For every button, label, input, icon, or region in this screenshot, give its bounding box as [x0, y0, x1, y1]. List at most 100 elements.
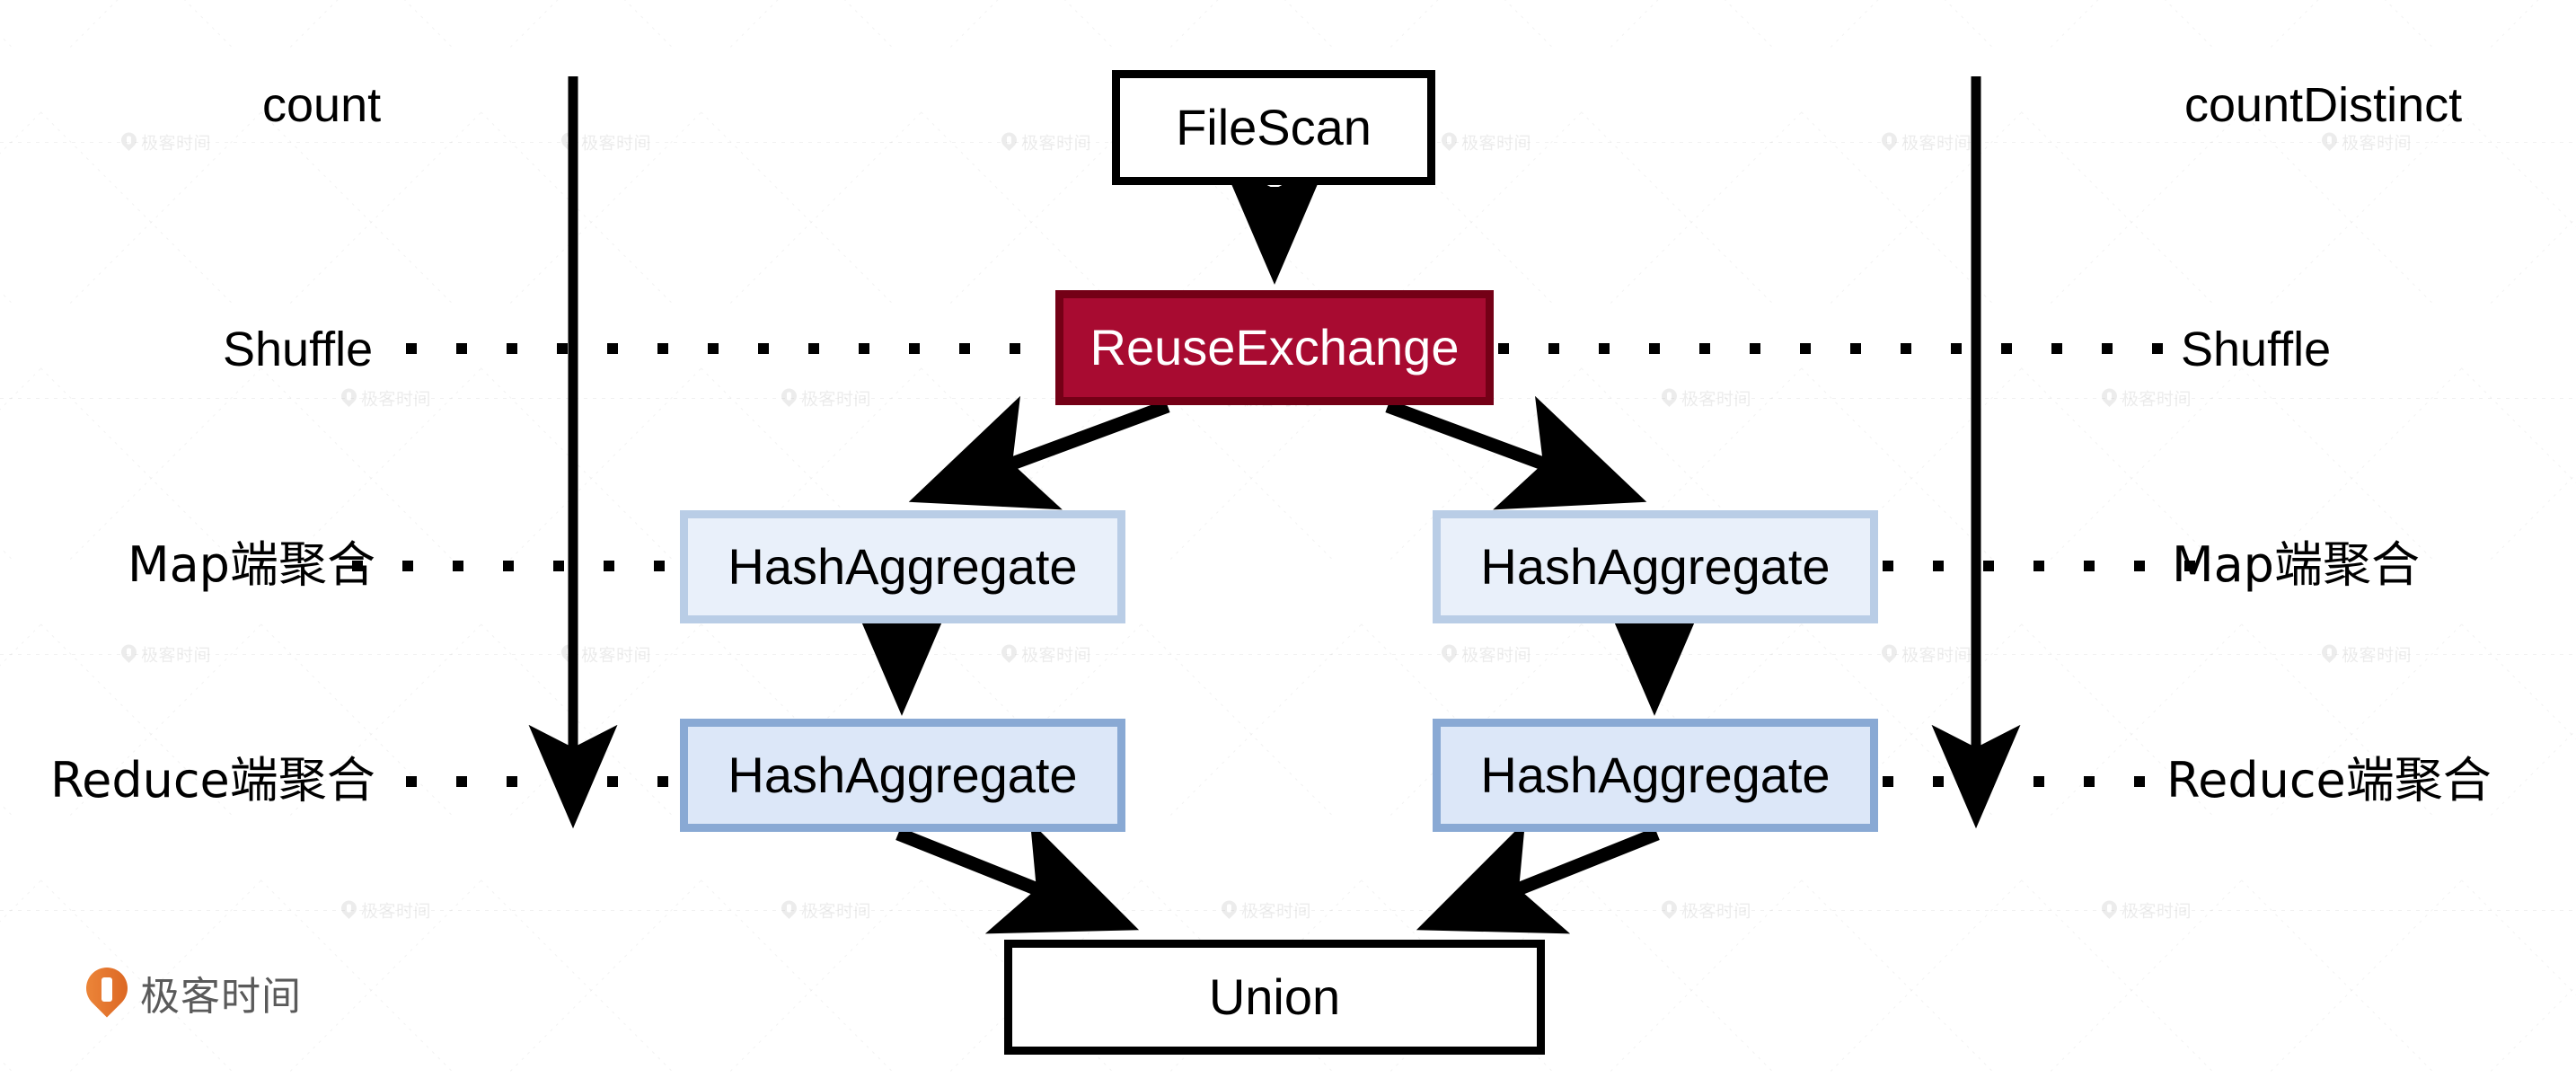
- watermark-label: 极客时间: [1240, 901, 1312, 922]
- watermark-hatch: [0, 368, 41, 560]
- watermark-hatch: [481, 623, 672, 816]
- watermark-label: 极客时间: [2121, 901, 2192, 922]
- node-union[interactable]: Union: [1004, 940, 1545, 1055]
- watermark-hatch: [1610, 880, 1802, 1072]
- watermark-hatch: [289, 368, 481, 560]
- node-hashaggregate-map-right[interactable]: HashAggregate: [1433, 510, 1878, 623]
- watermark-label: 极客时间: [800, 389, 872, 410]
- watermark-hatch: [2461, 879, 2576, 1072]
- watermark-badge: 极客时间: [2102, 386, 2192, 411]
- watermark-hatch: [2241, 879, 2432, 1072]
- watermark-label: 极客时间: [2121, 389, 2192, 410]
- watermark-badge: 极客时间: [781, 386, 871, 411]
- watermark-hatch: [1141, 623, 1332, 816]
- watermark-hatch: [2241, 0, 2432, 48]
- label-right-stage-shuffle: Shuffle: [2181, 323, 2332, 376]
- watermark-pin-icon: [1662, 389, 1677, 408]
- watermark-hatch: [289, 0, 481, 48]
- watermark-hatch: [481, 879, 672, 1072]
- watermark-hatch: [260, 111, 452, 304]
- node-hashaggregate-map-left-label: HashAggregate: [728, 538, 1078, 595]
- watermark-hatch: [2490, 880, 2576, 1072]
- node-hashaggregate-map-left[interactable]: HashAggregate: [680, 510, 1125, 623]
- watermark-pin-icon: [1442, 133, 1457, 152]
- watermark-label: 极客时间: [1681, 901, 1752, 922]
- watermark-badge: 极客时间: [1662, 898, 1751, 923]
- watermark-hatch: [729, 112, 922, 304]
- watermark-rule: [0, 910, 2576, 911]
- watermark-hatch: [2050, 0, 2242, 48]
- label-left-stage-map-aggregate: Map端聚合: [128, 536, 375, 593]
- watermark-pin-icon: [781, 901, 797, 920]
- watermark-hatch: [1830, 112, 2022, 304]
- watermark-hatch: [2021, 367, 2212, 560]
- label-count-branch: count: [262, 78, 382, 132]
- watermark-hatch: [1830, 880, 2022, 1072]
- node-hashaggregate-reduce-right[interactable]: HashAggregate: [1433, 719, 1878, 832]
- watermark-hatch: [481, 367, 672, 560]
- watermark-badge: 极客时间: [1882, 642, 1972, 667]
- watermark-hatch: [509, 880, 701, 1072]
- watermark-label: 极客时间: [140, 645, 212, 666]
- watermark-hatch: [69, 0, 261, 48]
- watermark-pin-icon: [1222, 901, 1237, 920]
- watermark-badge: 极客时间: [1001, 130, 1091, 155]
- watermark-hatch: [481, 111, 672, 304]
- node-reuseexchange[interactable]: ReuseExchange: [1055, 290, 1494, 405]
- brand-logo: 极客时间: [86, 964, 302, 1021]
- watermark-hatch: [69, 368, 261, 560]
- watermark-hatch: [1830, 0, 2022, 48]
- node-filescan-label: FileScan: [1176, 99, 1372, 155]
- node-hashaggregate-reduce-left[interactable]: HashAggregate: [680, 719, 1125, 832]
- label-left-stage-shuffle: Shuffle: [223, 323, 374, 376]
- watermark-label: 极客时间: [1901, 133, 1972, 154]
- watermark-rule: [0, 654, 2576, 655]
- watermark-hatch: [1801, 0, 1992, 48]
- node-hashaggregate-map-right-label: HashAggregate: [1480, 538, 1831, 595]
- watermark-hatch: [2050, 880, 2242, 1072]
- watermark-label: 极客时间: [1020, 133, 1092, 154]
- watermark-hatch: [701, 879, 892, 1072]
- watermark-pin-icon: [2322, 645, 2337, 664]
- watermark-label: 极客时间: [140, 133, 212, 154]
- watermark-pin-icon: [561, 645, 577, 664]
- watermark-label: 极客时间: [800, 901, 872, 922]
- watermark-badge: 极客时间: [2102, 898, 2192, 923]
- watermark-hatch: [2461, 111, 2576, 304]
- edge-reuseexchange-to-map-right: [1385, 395, 1647, 510]
- node-filescan[interactable]: FileScan: [1112, 70, 1435, 185]
- node-reuseexchange-label: ReuseExchange: [1090, 319, 1460, 376]
- watermark-hatch: [509, 112, 701, 304]
- watermark-hatch: [1581, 0, 1772, 48]
- watermark-hatch: [1610, 0, 1802, 48]
- watermark-label: 极客时间: [580, 645, 652, 666]
- node-union-label: Union: [1208, 968, 1341, 1025]
- watermark-label: 极客时间: [1460, 133, 1532, 154]
- watermark-hatch: [0, 623, 12, 816]
- watermark-badge: 极客时间: [1442, 642, 1531, 667]
- watermark-pin-icon: [121, 645, 137, 664]
- watermark-hatch: [40, 111, 232, 304]
- watermark-pin-icon: [2322, 133, 2337, 152]
- watermark-hatch: [0, 624, 41, 816]
- watermark-hatch: [2490, 112, 2576, 304]
- watermark-hatch: [0, 0, 12, 48]
- watermark-badge: 极客时间: [121, 642, 211, 667]
- watermark-pin-icon: [781, 389, 797, 408]
- watermark-label: 极客时间: [360, 389, 432, 410]
- watermark-badge: 极客时间: [121, 130, 211, 155]
- watermark-badge: 极客时间: [1882, 130, 1972, 155]
- watermark-hatch: [0, 111, 12, 304]
- watermark-hatch: [2050, 368, 2242, 560]
- brand-name: 极客时间: [140, 974, 302, 1020]
- watermark-hatch: [0, 0, 41, 48]
- watermark-pin-icon: [121, 133, 137, 152]
- watermark-hatch: [509, 624, 701, 816]
- watermark-badge: 极客时间: [561, 130, 651, 155]
- watermark-hatch: [40, 0, 232, 48]
- watermark-badge: 极客时间: [781, 898, 871, 923]
- geektime-pin-icon: [86, 968, 128, 1018]
- watermark-hatch: [289, 112, 481, 304]
- watermark-hatch: [2270, 0, 2462, 48]
